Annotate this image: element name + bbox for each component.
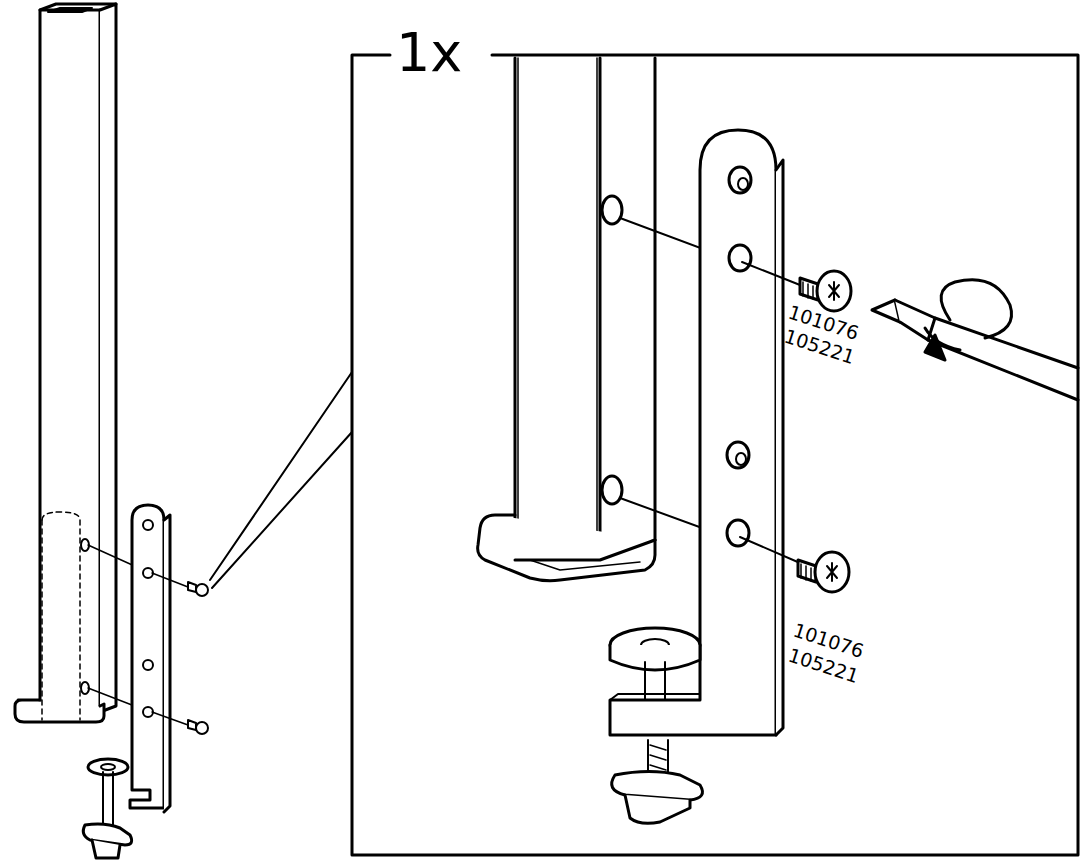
step-count: 1x bbox=[394, 26, 464, 80]
